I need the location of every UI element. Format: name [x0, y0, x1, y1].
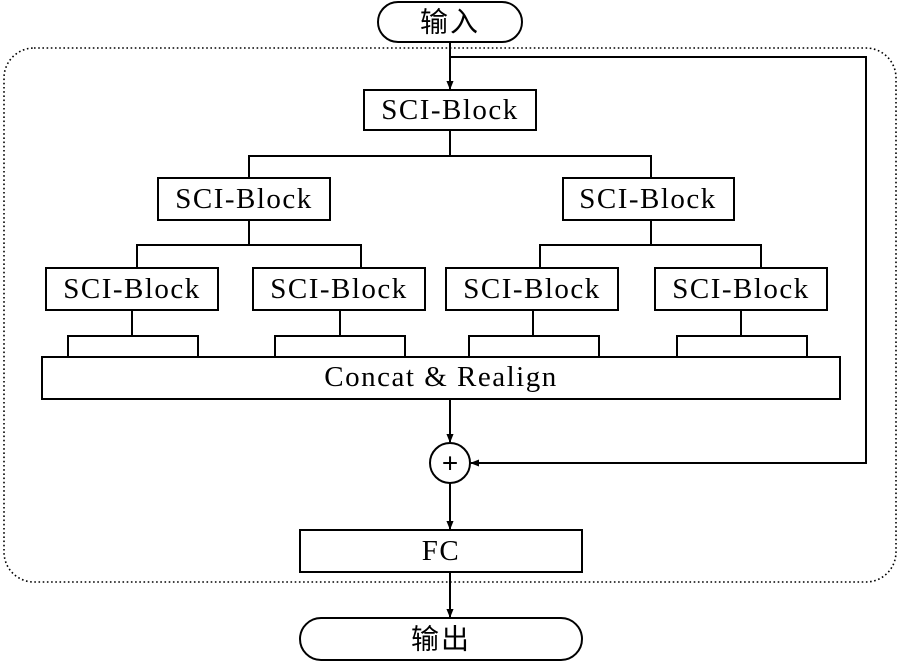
concat-realign-label: Concat & Realign — [324, 361, 557, 393]
root-split-connector — [248, 130, 652, 178]
sci-block-level3-2: SCI-Block — [252, 267, 426, 311]
output-node: 输出 — [299, 617, 583, 661]
input-node: 输入 — [377, 1, 523, 43]
sci-block-level2-left: SCI-Block — [157, 177, 331, 221]
fc-label: FC — [422, 535, 460, 567]
residual-connection-arrow — [450, 56, 867, 467]
concat-input-bracket — [468, 335, 600, 357]
concat-input-bracket — [67, 335, 199, 357]
sci-block-label: SCI-Block — [463, 273, 601, 305]
sci-block-level3-4: SCI-Block — [654, 267, 828, 311]
sci-block-level3-1: SCI-Block — [45, 267, 219, 311]
add-node: + — [429, 442, 471, 484]
add-symbol: + — [442, 448, 458, 479]
sci-block-label: SCI-Block — [672, 273, 810, 305]
sci-block-label: SCI-Block — [63, 273, 201, 305]
sci-block-level3-3: SCI-Block — [445, 267, 619, 311]
right-split-connector — [539, 220, 762, 268]
concat-input-bracket — [274, 335, 406, 357]
sci-block-label: SCI-Block — [579, 183, 717, 215]
left-split-connector — [136, 220, 362, 268]
sci-block-label: SCI-Block — [175, 183, 313, 215]
fc-block: FC — [299, 529, 583, 573]
input-label: 输入 — [420, 6, 480, 39]
output-label: 输出 — [411, 623, 471, 656]
concat-input-bracket — [676, 335, 808, 357]
sci-block-root: SCI-Block — [363, 89, 537, 131]
sci-block-label: SCI-Block — [381, 94, 519, 126]
sci-block-label: SCI-Block — [270, 273, 408, 305]
leaf-output-connector — [131, 310, 742, 336]
concat-realign-block: Concat & Realign — [41, 356, 841, 400]
sci-block-level2-right: SCI-Block — [562, 177, 735, 221]
